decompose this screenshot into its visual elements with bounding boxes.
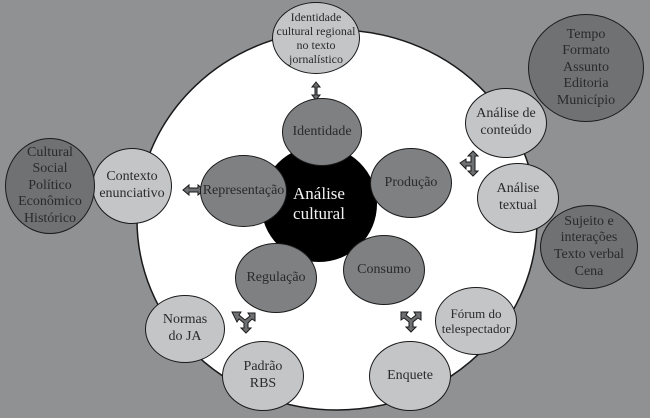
node-label: Sujeito e interações Texto verbal Cena [553, 213, 625, 279]
node-label: Padrão RBS [243, 359, 283, 391]
branch-arrow-bottom-right-icon [400, 311, 422, 333]
detail-node-textual: Sujeito e interações Texto verbal Cena [540, 205, 638, 289]
outer-node-forum: Fórum do telespectador [435, 287, 517, 355]
detail-node-conteudo: Tempo Formato Assunto Editoria Município [528, 14, 644, 122]
outer-node-enquete: Enquete [369, 341, 451, 411]
branch-arrow-bottom-left-icon [231, 311, 256, 334]
node-label: Tempo Formato Assunto Editoria Município [556, 26, 616, 108]
inner-node-regulacao: Regulação [235, 243, 317, 313]
node-label: Normas do JA [162, 312, 208, 344]
outer-node-analise-conteudo: Análise de conteúdo [465, 88, 547, 158]
node-label: Contexto enunciativo [99, 169, 165, 201]
inner-node-identidade: Identidade [282, 98, 362, 166]
node-label: Produção [384, 174, 438, 190]
node-label: Análise textual [496, 181, 540, 213]
outer-node-normas: Normas do JA [145, 295, 225, 363]
node-label: Representação [202, 182, 285, 198]
node-label: Identidade cultural regional no texto jo… [276, 9, 356, 67]
outer-node-identidade-regional: Identidade cultural regional no texto jo… [272, 2, 360, 74]
branch-arrow-right-icon [459, 150, 480, 177]
core-label: Análise cultural [293, 183, 345, 223]
outer-node-padrao: Padrão RBS [222, 341, 304, 411]
node-label: Fórum do telespectador [441, 305, 511, 336]
core-circle [261, 146, 377, 262]
node-label: Identidade [292, 123, 352, 139]
node-label: Análise de conteúdo [476, 106, 536, 138]
detail-node-contexto: Cultural Social Político Econômico Histó… [5, 138, 95, 234]
node-label: Consumo [357, 261, 411, 277]
inner-node-consumo: Consumo [343, 235, 425, 305]
outer-node-contexto: Contexto enunciativo [92, 148, 172, 224]
outer-node-analise-textual: Análise textual [477, 163, 559, 233]
node-label: Enquete [387, 367, 433, 383]
inner-node-representacao: Representação [200, 155, 287, 227]
core-node-analise-cultural: Análise cultural [261, 146, 377, 262]
node-label: Cultural Social Político Econômico Histó… [18, 144, 82, 226]
inner-node-producao: Produção [370, 148, 452, 218]
node-label: Regulação [246, 269, 306, 285]
